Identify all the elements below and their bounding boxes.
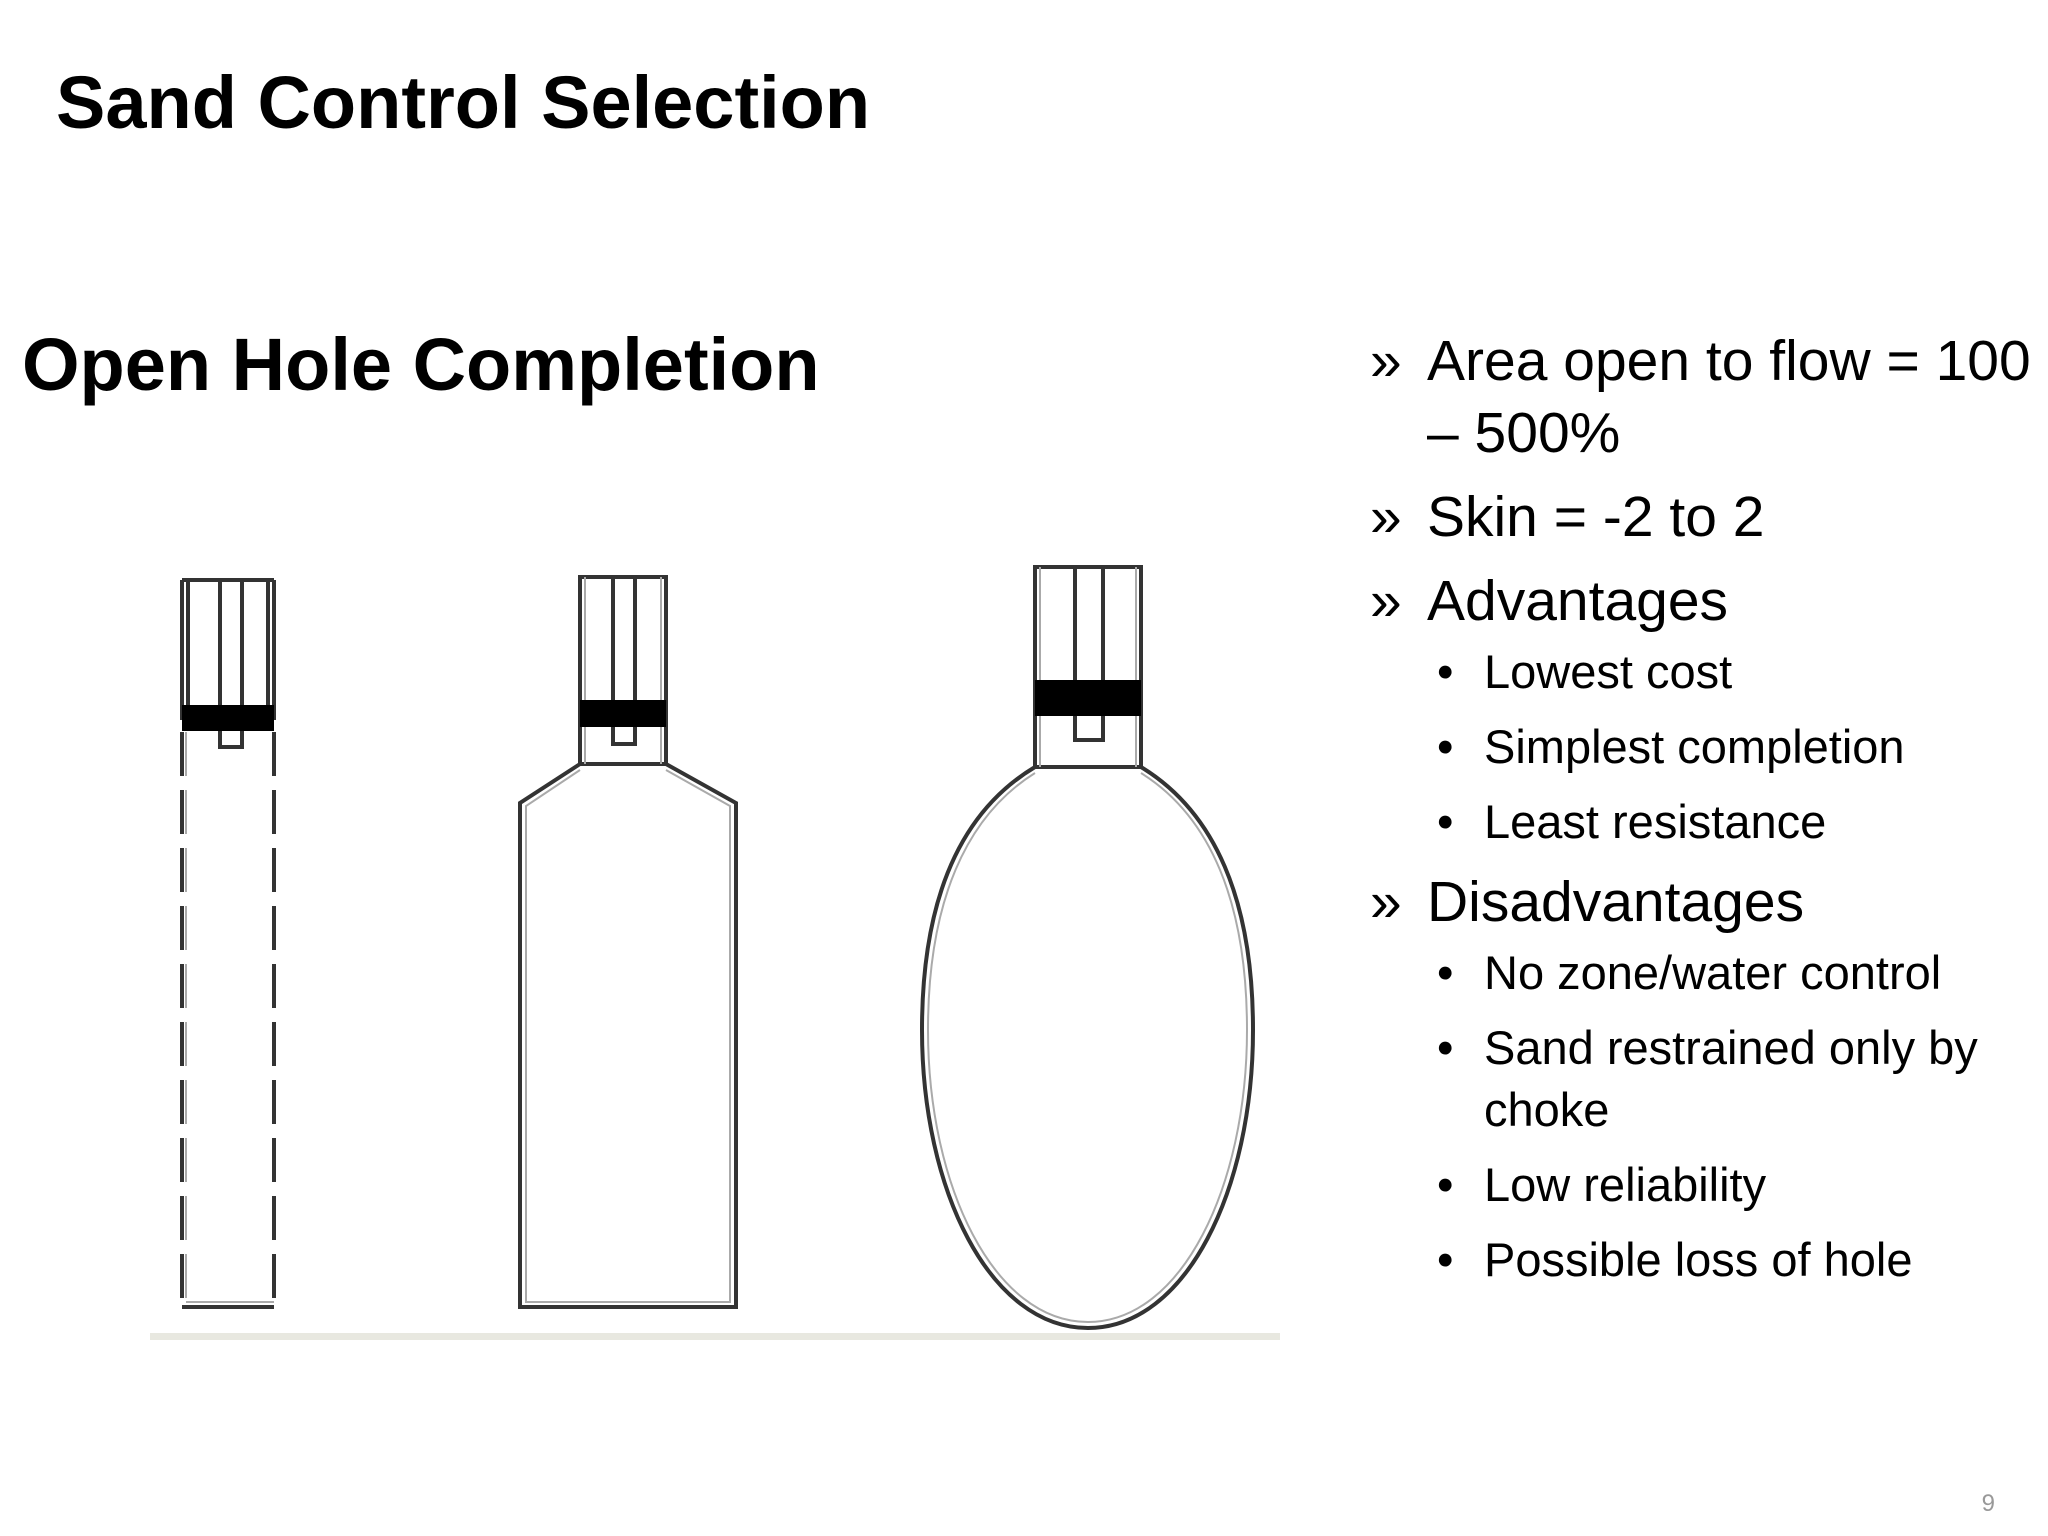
casing: [1033, 565, 1143, 769]
bullet-text: Area open to flow = 100 – 500%: [1427, 329, 2031, 465]
sub-bullet-marker: •: [1437, 795, 1454, 848]
cavity-wall: [919, 765, 1256, 1331]
sub-bullet-marker: •: [1437, 1021, 1454, 1074]
slide-title: Sand Control Selection: [56, 61, 871, 144]
bullet-marker: »: [1370, 329, 1402, 393]
sub-bullet-list: • Lowest cost • Simplest completion • Least…: [1427, 641, 2040, 853]
sub-bullet-text: Least resistance: [1484, 795, 1827, 848]
well-washed-out-open-hole: [919, 565, 1256, 1331]
bullet-item: » Disadvantages • No zone/water control •…: [1370, 866, 2040, 1291]
sub-bullet-marker: •: [1437, 720, 1454, 773]
tubing: [611, 575, 637, 746]
well-enlarged-open-hole: [518, 575, 738, 1309]
bullet-marker: »: [1370, 870, 1402, 934]
sub-bullet-text: Sand restrained only by choke: [1484, 1021, 1978, 1136]
well-straight-open-hole: [180, 578, 276, 1309]
bullet-list: » Area open to flow = 100 – 500% » Skin …: [1370, 325, 2040, 1304]
ground-line: [150, 1333, 1280, 1340]
bullet-text: Skin = -2 to 2: [1427, 485, 1765, 549]
bullet-item: » Area open to flow = 100 – 500%: [1370, 325, 2040, 469]
sub-bullet-item: • Simplest completion: [1437, 716, 2040, 778]
sub-bullet-item: • No zone/water control: [1437, 942, 2040, 1004]
casing: [578, 575, 668, 766]
packer: [580, 700, 666, 727]
bullet-text: Advantages: [1427, 569, 1729, 633]
sub-bullet-text: Low reliability: [1484, 1158, 1767, 1211]
sub-bullet-item: • Sand restrained only by choke: [1437, 1017, 2040, 1141]
sub-bullet-marker: •: [1437, 1233, 1454, 1286]
tubing: [1073, 565, 1105, 742]
sub-bullet-text: Simplest completion: [1484, 720, 1905, 773]
packer: [182, 705, 274, 731]
tubing: [218, 578, 244, 749]
slide-subtitle: Open Hole Completion: [22, 323, 820, 406]
sub-bullet-marker: •: [1437, 1158, 1454, 1211]
sub-bullet-item: • Low reliability: [1437, 1154, 2040, 1216]
sub-bullet-item: • Possible loss of hole: [1437, 1229, 2040, 1291]
sub-bullet-text: Possible loss of hole: [1484, 1233, 1913, 1286]
bullet-marker: »: [1370, 485, 1402, 549]
sub-bullet-item: • Lowest cost: [1437, 641, 2040, 703]
bullet-item: » Skin = -2 to 2: [1370, 481, 2040, 553]
sub-bullet-marker: •: [1437, 946, 1454, 999]
sub-bullet-text: No zone/water control: [1484, 946, 1942, 999]
bullet-item: » Advantages • Lowest cost • Simplest comp…: [1370, 565, 2040, 853]
openhole-wall: [518, 762, 738, 1309]
sub-bullet-text: Lowest cost: [1484, 645, 1733, 698]
cavity-wall-inner: [926, 772, 1249, 1324]
sub-bullet-item: • Least resistance: [1437, 791, 2040, 853]
bullet-text: Disadvantages: [1427, 870, 1805, 934]
packer: [1035, 680, 1141, 716]
bullet-marker: »: [1370, 569, 1402, 633]
sub-bullet-list: • No zone/water control • Sand restrained …: [1427, 942, 2040, 1291]
sub-bullet-marker: •: [1437, 645, 1454, 698]
openhole-wall-inner: [525, 769, 731, 1303]
page-number: 9: [1981, 1490, 1995, 1517]
